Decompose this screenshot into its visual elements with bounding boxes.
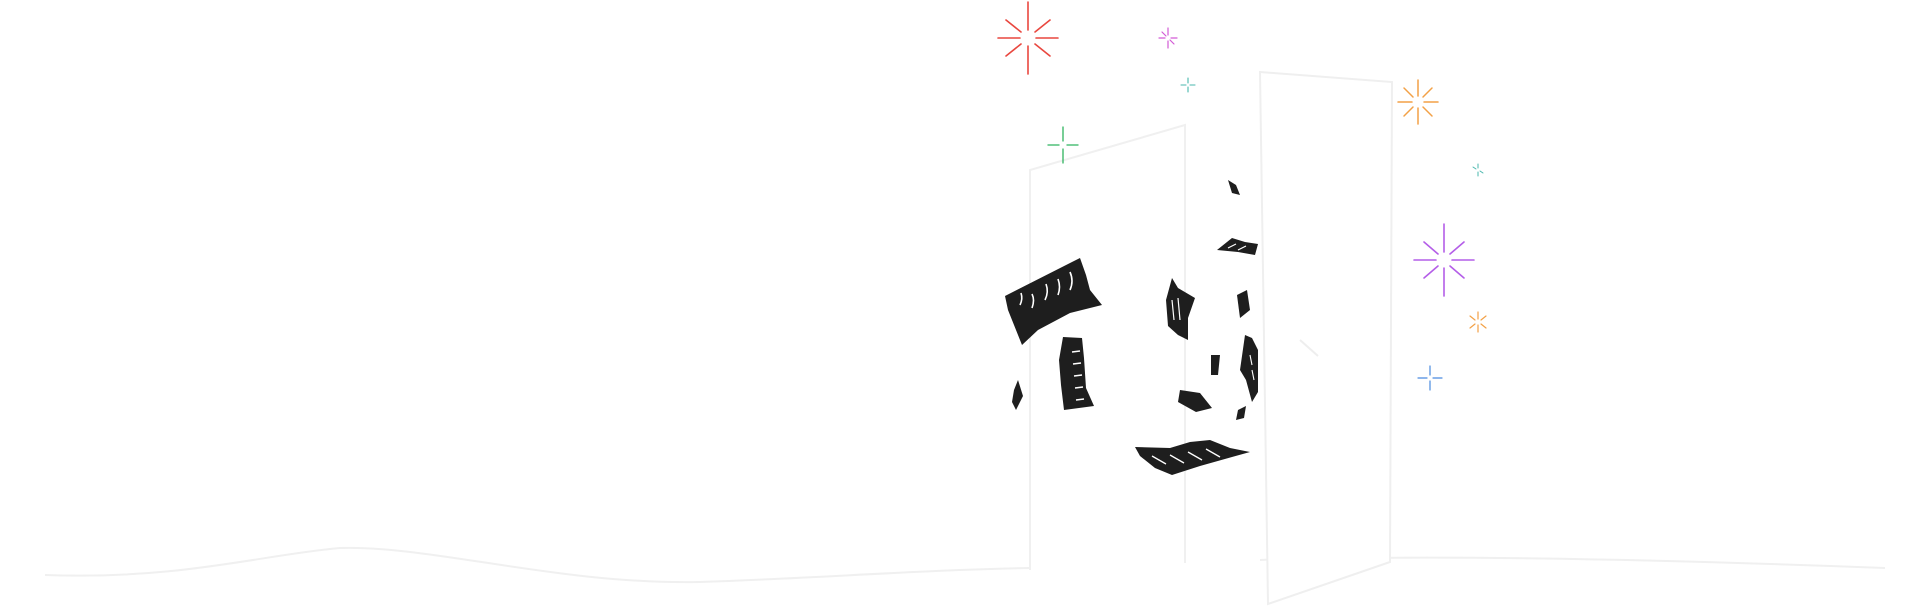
sparkle-blue bbox=[1417, 365, 1443, 391]
paper-fragment-low-2 bbox=[1236, 406, 1246, 420]
sparkle-red bbox=[997, 1, 1059, 75]
door-icon bbox=[1029, 70, 1394, 606]
door-frame bbox=[1029, 123, 1186, 570]
sparkle-pink bbox=[1158, 27, 1178, 49]
sparkle-teal-small bbox=[1472, 163, 1484, 177]
sparkle-icon bbox=[997, 1, 1487, 391]
paper-curved bbox=[1166, 278, 1195, 340]
sparkle-orange bbox=[1397, 79, 1439, 125]
paper-fragment-low bbox=[1178, 390, 1212, 412]
paper-wide bbox=[1135, 440, 1250, 475]
paper-tall bbox=[1059, 337, 1094, 410]
paper-fragment-tiny bbox=[1211, 355, 1220, 375]
sparkle-purple bbox=[1413, 223, 1475, 297]
paper-icon bbox=[1005, 180, 1258, 475]
paper-large bbox=[1005, 258, 1102, 345]
paper-fragment-top bbox=[1228, 180, 1240, 195]
sparkle-teal bbox=[1180, 77, 1196, 93]
door-panel bbox=[1258, 70, 1394, 606]
ground-line bbox=[44, 546, 1031, 584]
paper-fragment-right-2 bbox=[1240, 335, 1258, 402]
paper-fragment-right-1 bbox=[1237, 290, 1250, 318]
sparkle-green bbox=[1047, 126, 1079, 164]
door-handle bbox=[1299, 339, 1319, 357]
paper-strip bbox=[1217, 238, 1258, 255]
paper-fragment-left bbox=[1012, 380, 1023, 410]
sparkle-orange-small bbox=[1469, 311, 1487, 333]
